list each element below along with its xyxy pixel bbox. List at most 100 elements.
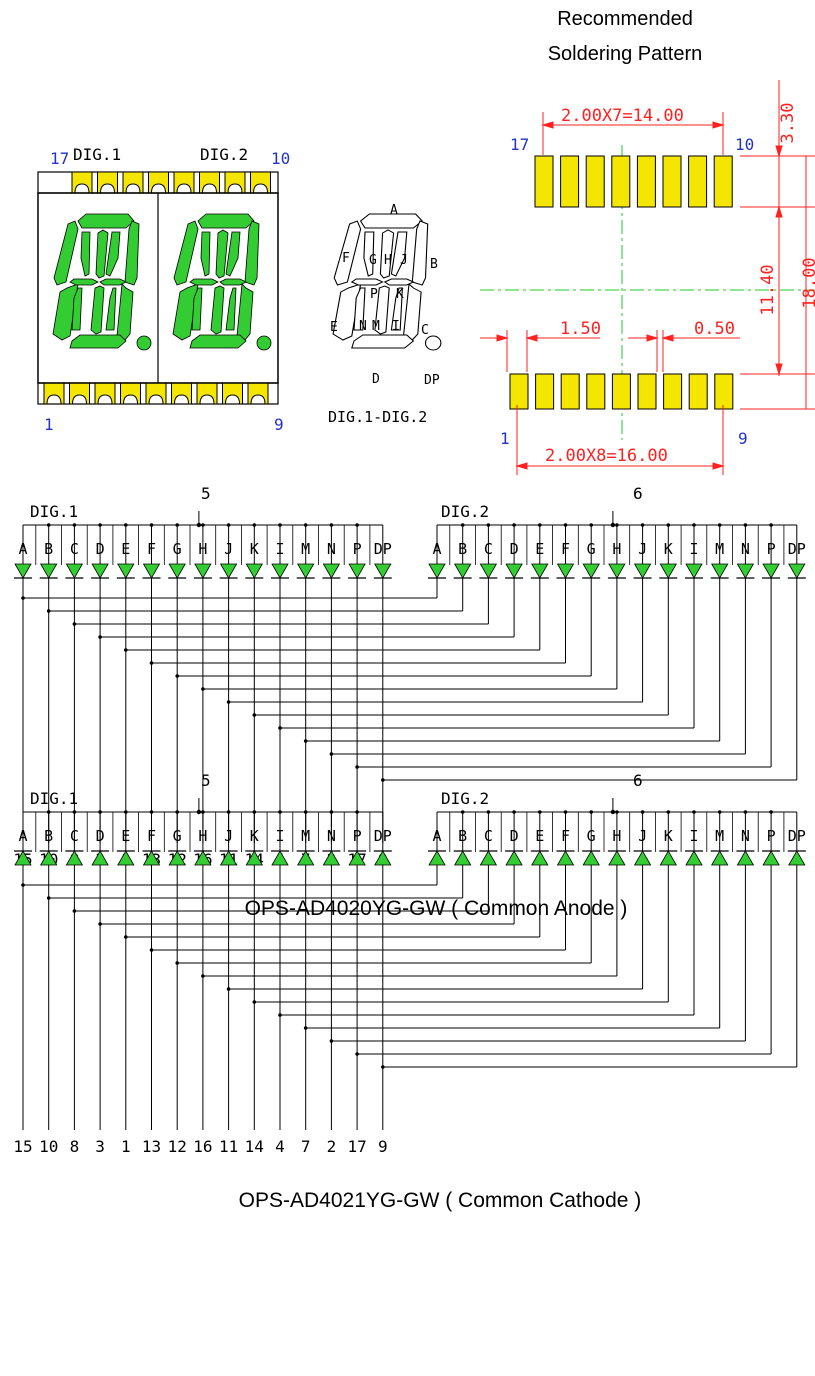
led-diode: [297, 563, 315, 579]
pin-number: 16: [193, 1137, 212, 1156]
seg-label-b: B: [430, 257, 438, 272]
package-bottom-pin: [120, 382, 141, 405]
led-diode: [736, 850, 755, 866]
digit1-segments: [52, 213, 152, 351]
segment-label: N: [741, 827, 750, 845]
segment-label: B: [458, 827, 467, 845]
junction-dot: [589, 810, 593, 814]
schematic-anode-dig1: DIG.1: [30, 502, 78, 521]
segment-label: E: [121, 540, 130, 558]
seg-label-dp: DP: [424, 373, 440, 388]
junction-dot: [72, 810, 77, 814]
pin-number: 3: [95, 1137, 105, 1156]
seg-label-n: N: [359, 319, 367, 334]
junction-dot: [486, 523, 491, 527]
solder-top-pad: [560, 155, 580, 208]
package-top-pins: [37, 171, 279, 194]
segment-label: C: [484, 827, 493, 845]
segment-label: B: [458, 540, 467, 558]
schematic-common-anode: DIG.1 DIG.2 5 6 OPS-AD4020YG-GW ( Common…: [13, 484, 805, 920]
package-bottom-pin: [196, 382, 218, 405]
junction-dot: [355, 1052, 359, 1056]
led-diode: [428, 850, 446, 866]
led-diode: [608, 563, 626, 579]
junction-dot: [610, 809, 616, 815]
package-bottom-pin: [171, 382, 192, 405]
segment-map: A B C D E F G H J P K N M I DP DIG.1-DIG…: [328, 203, 442, 426]
segment-map-caption: DIG.1-DIG.2: [328, 408, 427, 426]
segment-label: F: [147, 540, 156, 558]
solder-bottom-pad: [611, 373, 631, 410]
led-diode: [454, 850, 472, 866]
segment-label: I: [275, 827, 284, 845]
led-diode: [245, 563, 263, 579]
segment-label: B: [44, 827, 53, 845]
junction-dot: [149, 810, 154, 814]
segment-label: P: [353, 827, 362, 845]
pin-number: 2: [327, 1137, 337, 1156]
segment-label: DP: [788, 540, 806, 558]
segment-label: M: [715, 540, 724, 558]
segment-label: J: [638, 540, 647, 558]
junction-dot: [226, 523, 231, 527]
package-bottom-pin: [94, 382, 116, 405]
schematic-cathode-title: OPS-AD4021YG-GW ( Common Cathode ): [239, 1189, 642, 1212]
junction-dot: [175, 961, 179, 965]
schematic-anode-dig2: DIG.2: [441, 502, 489, 521]
segment-label: K: [664, 827, 673, 845]
led-diode: [348, 563, 366, 579]
segment-label: A: [432, 827, 441, 845]
junction-dot: [21, 883, 25, 887]
junction-dot: [252, 523, 257, 527]
junction-dot: [175, 674, 179, 678]
schematic-anode-title: OPS-AD4020YG-GW ( Common Anode ): [245, 897, 628, 920]
junction-dot: [201, 523, 205, 527]
segment-label: F: [147, 827, 156, 845]
digit2-segments: [172, 213, 272, 351]
segment-label: A: [432, 540, 441, 558]
led-diode: [711, 563, 729, 579]
junction-dot: [46, 523, 51, 527]
led-diode: [736, 563, 755, 579]
junction-dot: [538, 523, 542, 527]
schematic-cathode-dig1: DIG.1: [30, 789, 78, 808]
soldering-pattern: Recommended Soldering Pattern 2.00X7=14.…: [480, 8, 815, 475]
led-diode: [582, 850, 600, 866]
junction-dot: [329, 1039, 334, 1043]
package-pin-10-label: 10: [271, 149, 290, 168]
segment-label: D: [96, 827, 105, 845]
led-diode: [685, 563, 703, 579]
led-diode: [168, 563, 186, 579]
schematic-cathode-common1: 5: [201, 771, 211, 790]
package-bottom-pin: [222, 382, 243, 405]
solder-bottom-pad: [535, 373, 555, 410]
junction-dot: [615, 523, 619, 527]
schematic-cathode-common2: 6: [633, 771, 643, 790]
segment-label: P: [767, 540, 776, 558]
led-diode: [711, 850, 729, 866]
junction-dot: [512, 523, 516, 527]
package-dig2-label: DIG.2: [200, 145, 248, 164]
segment-label: D: [510, 540, 519, 558]
junction-dot: [692, 810, 696, 814]
segment-label: M: [301, 540, 310, 558]
pin-number: 11: [219, 1137, 238, 1156]
solder-pin-10-label: 10: [735, 135, 754, 154]
junction-dot: [72, 622, 77, 626]
segment-label: F: [561, 540, 570, 558]
junction-dot: [252, 1000, 257, 1004]
segment-label: B: [44, 540, 53, 558]
junction-dot: [149, 948, 154, 952]
junction-dot: [175, 523, 179, 527]
seg-label-h: H: [384, 253, 392, 268]
package-bottom-pins: [37, 382, 279, 405]
dim-top-offset: 3.30: [778, 103, 798, 144]
package-bottom-pin: [43, 382, 65, 405]
pin-number: 14: [245, 1137, 264, 1156]
segment-label: E: [535, 540, 544, 558]
solder-top-pad: [713, 155, 733, 208]
seg-label-k: K: [396, 287, 404, 302]
junction-dot: [196, 522, 202, 528]
led-diode: [271, 563, 289, 579]
